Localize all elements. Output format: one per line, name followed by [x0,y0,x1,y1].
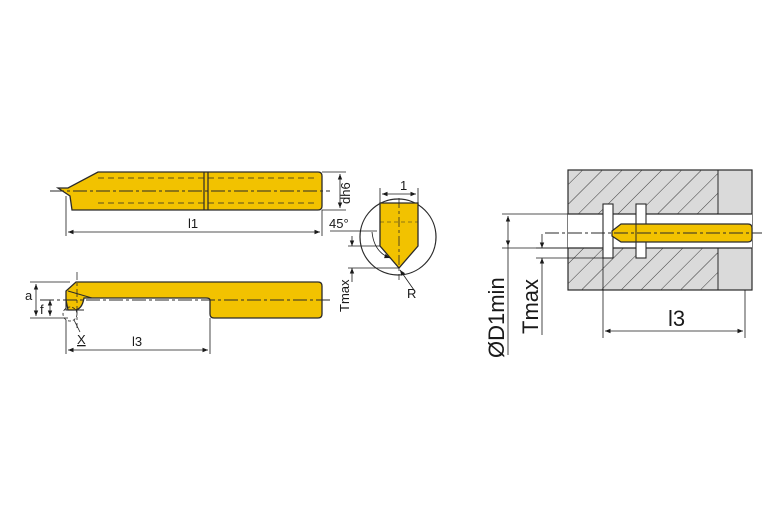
radius-label: R [407,286,416,301]
angle-label: 45° [329,216,349,231]
section-tool [611,223,753,243]
l1-label: l1 [188,216,198,231]
f-label: f [40,302,44,317]
a-label: a [25,288,33,303]
bore-section-view: ØD1min Tmax l3 [484,169,762,358]
tool-bottom-cutting-line [67,290,93,299]
l3-small-label: l3 [132,334,142,349]
tool-top-view: dh6 l1 [50,171,353,236]
tool-bottom-neck [65,300,84,311]
tool-bottom-body [65,281,323,319]
tool-bottom-view: a f X l3 [25,272,330,354]
tmax-small-label: Tmax [337,279,352,312]
l3-large-label: l3 [668,306,685,331]
one-label: 1 [400,178,407,193]
tip-detail-view: 1 45° Tmax R [329,178,437,312]
x-label: X [77,332,86,347]
d1min-label: ØD1min [484,277,509,358]
detail-tip-insert [379,202,419,269]
angle-arc [371,231,391,259]
detail-marker-circle [62,306,78,322]
x-leader [73,319,81,333]
dh6-label: dh6 [338,182,353,204]
radius-leader [399,269,415,291]
tmax-large-label: Tmax [518,279,543,334]
